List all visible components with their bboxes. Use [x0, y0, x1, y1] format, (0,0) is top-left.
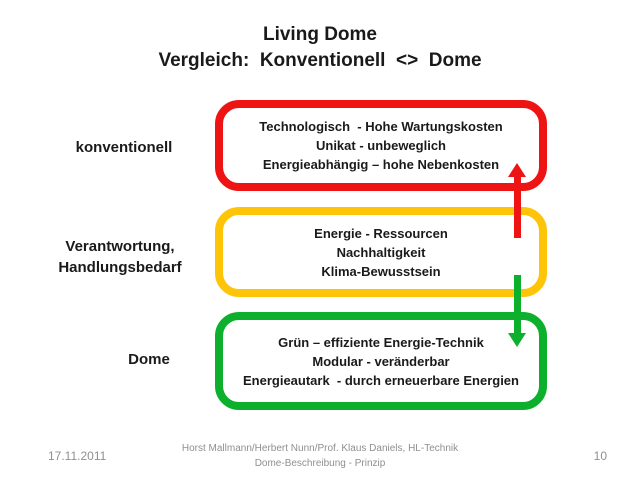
up-arrow-icon	[508, 163, 527, 238]
box-dome-line-1: Grün – effiziente Energie-Technik	[278, 334, 484, 350]
title-line-1: Living Dome	[262, 24, 377, 45]
box-verantwortung: Energie - Ressourcen Nachhaltigkeit Klim…	[215, 207, 547, 297]
box-dome: Grün – effiziente Energie-Technik Modula…	[215, 312, 547, 410]
box-verantwortung-line-3: Klima-Bewusstsein	[321, 263, 441, 279]
down-arrowhead-icon	[508, 333, 526, 347]
up-arrowhead-icon	[508, 163, 526, 177]
box-dome-line-3: Energieautark - durch erneuerbare Energi…	[243, 372, 519, 388]
down-arrow-shaft	[514, 275, 521, 334]
slide-title: Living Dome Vergleich: Konventionell <> …	[0, 22, 640, 74]
label-konventionell: konventionell	[75, 139, 173, 156]
box-verantwortung-line-1: Energie - Ressourcen	[314, 225, 448, 241]
box-konventionell-line-3: Energieabhängig – hohe Nebenkosten	[262, 157, 500, 172]
title-line-2: Vergleich: Konventionell <> Dome	[158, 50, 482, 71]
footer-date: 17.11.2011	[48, 449, 107, 463]
label-dome: Dome	[128, 351, 170, 368]
page-number: 10	[593, 449, 607, 463]
down-arrow-icon	[508, 275, 527, 347]
box-konventionell-line-2: Unikat - unbeweglich	[315, 138, 446, 153]
footer-credit: Horst Mallmann/Herbert Nunn/Prof. Klaus …	[0, 441, 640, 471]
up-arrow-shaft	[514, 176, 521, 238]
label-verantwortung: Verantwortung, Handlungsbedarf	[36, 236, 204, 278]
label-verantwortung-line-1: Verantwortung,	[65, 238, 175, 255]
box-dome-line-2: Modular - veränderbar	[312, 353, 450, 369]
footer-credit-line-2: Dome-Beschreibung - Prinzip	[254, 458, 386, 469]
box-konventionell-line-1: Technologisch - Hohe Wartungskosten	[259, 119, 503, 134]
box-konventionell: Technologisch - Hohe Wartungskosten Unik…	[215, 100, 547, 191]
box-verantwortung-line-2: Nachhaltigkeit	[336, 244, 426, 260]
footer-credit-line-1: Horst Mallmann/Herbert Nunn/Prof. Klaus …	[181, 443, 459, 454]
label-verantwortung-line-2: Handlungsbedarf	[58, 259, 182, 276]
